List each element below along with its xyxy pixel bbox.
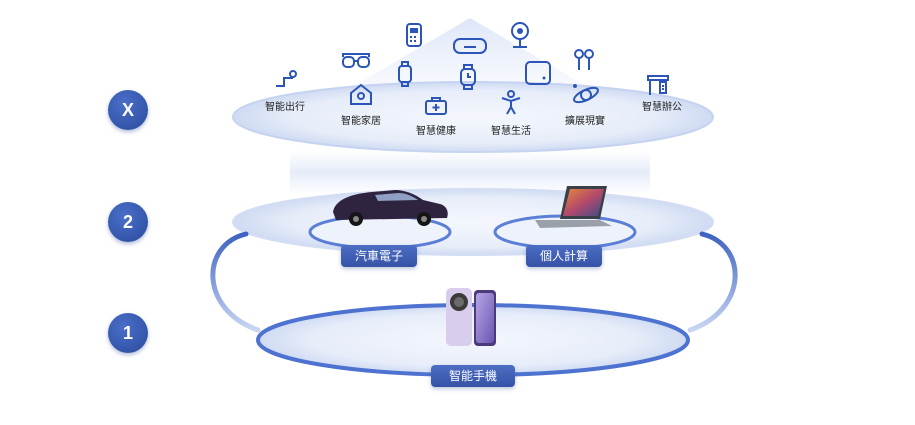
scenario-label-office: 智慧辦公 <box>642 102 682 113</box>
personal-computing-label: 個人計算 <box>526 245 603 267</box>
phone-image <box>446 288 496 346</box>
glasses-icon <box>342 53 370 68</box>
scenario-label-xr: 擴展現實 <box>565 116 605 127</box>
automotive-label: 汽車電子 <box>341 245 418 267</box>
tier-2-disc <box>232 188 714 256</box>
tier-x-disc <box>232 81 714 153</box>
smartwatch-icon <box>398 61 412 87</box>
scenario-label-health: 智慧健康 <box>416 126 456 137</box>
level-2-badge: 2 <box>108 202 148 242</box>
office-icon <box>647 75 669 95</box>
scenario-label-life: 智慧生活 <box>491 126 531 137</box>
right-arc <box>687 231 738 333</box>
person-icon <box>501 90 521 115</box>
webcam-icon <box>511 22 529 48</box>
level-x-badge: X <box>108 90 148 130</box>
payment-terminal-icon <box>406 23 422 47</box>
level-1-badge: 1 <box>108 313 148 353</box>
home-icon <box>350 83 372 105</box>
scenario-label-mobility: 智能出行 <box>265 102 305 113</box>
scenario-label-smart-home: 智能家居 <box>341 116 381 127</box>
left-arc <box>210 231 261 333</box>
tablet-icon <box>525 61 551 85</box>
route-icon <box>276 70 297 87</box>
smartphone-label: 智能手機 <box>431 365 516 387</box>
laptop-image <box>535 186 612 228</box>
watch-icon <box>460 64 476 90</box>
earbuds-icon <box>574 49 594 70</box>
satellite-icon <box>573 84 599 104</box>
car-image <box>333 190 448 226</box>
medical-kit-icon <box>425 97 447 115</box>
vr-headset-icon <box>453 38 487 54</box>
